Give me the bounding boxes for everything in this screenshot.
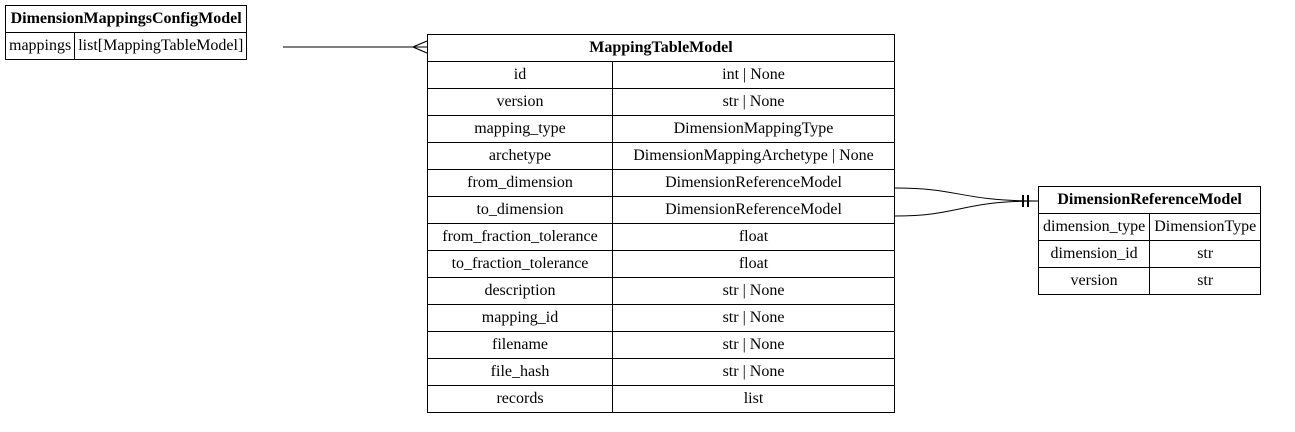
entity-title: DimensionReferenceModel [1037, 186, 1262, 214]
field-name: from_fraction_tolerance [427, 223, 613, 251]
field-type: DimensionType [1149, 213, 1262, 241]
field-name: mapping_id [427, 304, 613, 332]
field-type: DimensionReferenceModel [612, 169, 895, 197]
edge-from-dimension [894, 187, 1039, 202]
field-type: DimensionMappingArchetype | None [612, 142, 895, 170]
field-type: str | None [612, 88, 895, 116]
crows-foot-many-marker [411, 40, 428, 54]
field-type: int | None [612, 61, 895, 89]
field-type: list[MappingTableModel] [74, 32, 248, 60]
field-name: mappings [4, 32, 76, 60]
field-name: mapping_type [427, 115, 613, 143]
field-name: version [1037, 267, 1151, 295]
field-name: from_dimension [427, 169, 613, 197]
field-name: to_dimension [427, 196, 613, 224]
entity-title: MappingTableModel [427, 34, 895, 62]
field-name: filename [427, 331, 613, 359]
field-name: to_fraction_tolerance [427, 250, 613, 278]
field-type: float [612, 223, 895, 251]
entity-dimension-mappings-config-model: DimensionMappingsConfigModel mappings li… [4, 5, 248, 60]
field-type: DimensionMappingType [612, 115, 895, 143]
edge-dimension-to-reference [894, 187, 1039, 217]
field-name: description [427, 277, 613, 305]
entity-title: DimensionMappingsConfigModel [4, 5, 248, 33]
field-type: DimensionReferenceModel [612, 196, 895, 224]
field-name: records [427, 385, 613, 413]
field-name: dimension_type [1037, 213, 1151, 241]
field-name: archetype [427, 142, 613, 170]
field-name: id [427, 61, 613, 89]
edge-mappings-to-mapping-table [283, 40, 428, 54]
field-name: version [427, 88, 613, 116]
field-name: dimension_id [1037, 240, 1151, 268]
field-type: str | None [612, 331, 895, 359]
field-type: float [612, 250, 895, 278]
field-type: str [1149, 267, 1262, 295]
field-type: list [612, 385, 895, 413]
field-row: mappings list[MappingTableModel] [4, 32, 248, 60]
edge-to-dimension [894, 200, 1039, 217]
field-type: str | None [612, 358, 895, 386]
field-type: str [1149, 240, 1262, 268]
field-type: str | None [612, 304, 895, 332]
field-type: str | None [612, 277, 895, 305]
field-name: file_hash [427, 358, 613, 386]
